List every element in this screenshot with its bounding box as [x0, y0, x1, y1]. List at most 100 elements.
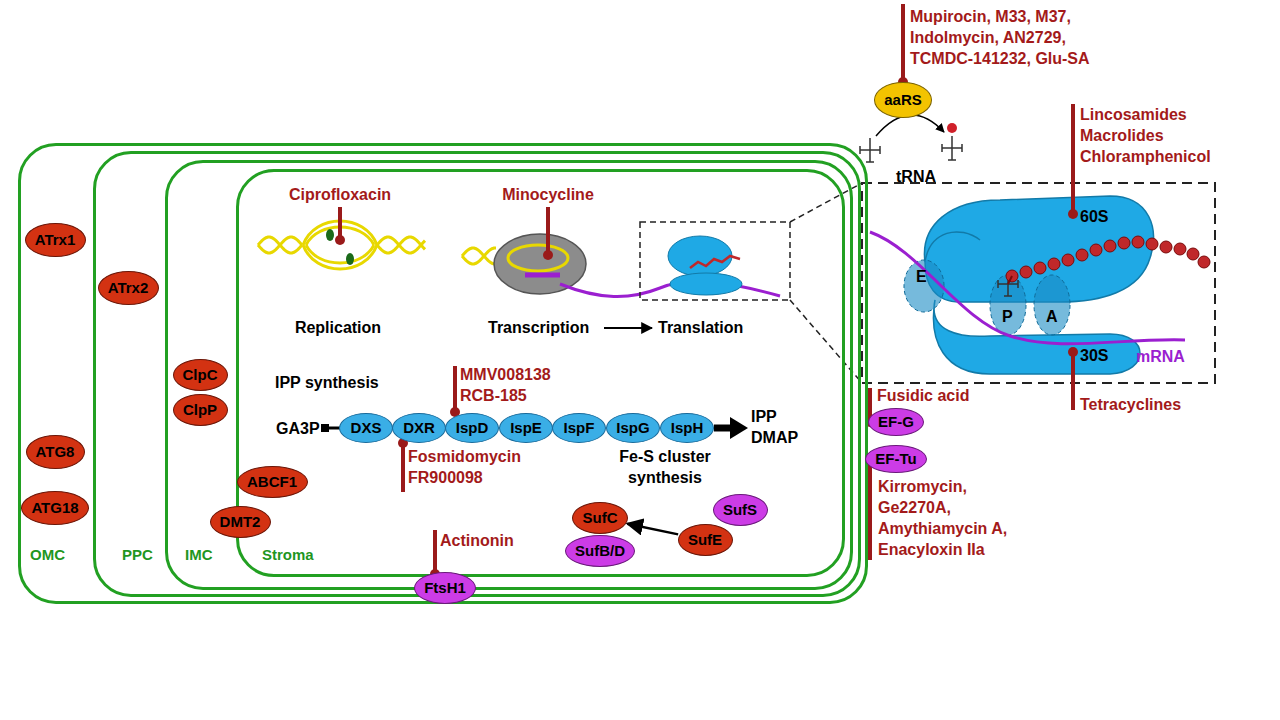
polymerase-dot: [346, 253, 354, 265]
zoom-box-large: [862, 183, 1215, 383]
protein-name: ClpP: [183, 401, 217, 419]
trna-symbol: [942, 136, 962, 160]
protein-oval: IspF: [552, 413, 606, 443]
pathway-label: Fe-S cluster synthesis: [600, 446, 730, 488]
protein-oval: EF-G: [868, 408, 924, 436]
compartment-label: Stroma: [262, 546, 314, 564]
pathway-start: [321, 424, 329, 432]
protein-oval: DXR: [392, 413, 446, 443]
leader-dot: [335, 235, 345, 245]
dna-helix: [258, 237, 496, 264]
flow-arrow: [604, 327, 652, 329]
protein-oval: DXS: [339, 413, 393, 443]
protein-oval: SufC: [572, 502, 628, 534]
protein-oval: SufE: [678, 524, 733, 556]
trna-symbols: [860, 136, 1018, 296]
flow-arrow: [627, 524, 678, 535]
site-label: P: [1002, 306, 1013, 327]
compartment-label: PPC: [122, 546, 153, 564]
dna-strand: [462, 248, 496, 264]
protein-name: EF-Tu: [875, 450, 916, 468]
protein-name: ATG18: [31, 499, 78, 517]
drug-leaders: [335, 4, 1078, 579]
protein-name: IspE: [510, 419, 542, 437]
protein-name: ATrx2: [108, 279, 149, 297]
protein-name: DXS: [351, 419, 382, 437]
leader-line: [338, 207, 342, 238]
amino-acid: [1187, 248, 1199, 260]
ribosome-head: [925, 232, 980, 262]
amino-acid: [1146, 238, 1158, 250]
amino-acid: [1104, 240, 1116, 252]
protein-name: SufC: [583, 509, 618, 527]
protein-name: ClpC: [183, 366, 218, 384]
protein-oval: DMT2: [210, 506, 271, 538]
metabolite-label: IPP DMAP: [751, 406, 809, 448]
drug-label: Fosmidomycin FR900098: [408, 446, 533, 488]
protein-name: aaRS: [884, 91, 922, 109]
polymerase-dot: [326, 229, 334, 241]
leader-dot: [543, 250, 553, 260]
protein-oval: IspG: [606, 413, 660, 443]
protein-oval: ClpC: [173, 359, 228, 391]
a-site: [1034, 275, 1070, 335]
leader-dot: [1068, 209, 1078, 219]
protein-oval: ATrx1: [25, 223, 86, 257]
protein-name: DMT2: [220, 513, 261, 531]
amino-acid: [1020, 266, 1032, 278]
protein-oval: ATG18: [21, 491, 89, 525]
protein-name: IspD: [456, 419, 489, 437]
drug-label: Tetracyclines: [1080, 394, 1181, 415]
dna-strand: [258, 237, 302, 253]
drug-label: Minocycline: [493, 184, 603, 205]
amino-acid: [1034, 262, 1046, 274]
drug-label: Fusidic acid: [877, 385, 969, 406]
leader-line: [1071, 352, 1075, 410]
site-label: E: [916, 266, 927, 287]
drug-label: Mupirocin, M33, M37, Indolmycin, AN2729,…: [910, 6, 1115, 69]
protein-name: DXR: [403, 419, 435, 437]
trna-symbol: [860, 138, 880, 162]
protein-oval: SufB/D: [565, 535, 635, 567]
protein-name: FtsH1: [424, 579, 466, 597]
leader-dot: [1068, 347, 1078, 357]
protein-name: SufB/D: [575, 542, 625, 560]
dna-strand: [258, 237, 302, 253]
amino-acid: [1048, 258, 1060, 270]
pathway-arrow: [714, 425, 732, 432]
compartment-label: OMC: [30, 546, 65, 564]
metabolite-label: GA3P: [276, 418, 320, 439]
protein-oval: IspH: [660, 413, 714, 443]
molecule-label: mRNA: [1136, 346, 1185, 367]
protein-oval: ABCF1: [237, 466, 308, 498]
amino-acid: [1132, 236, 1144, 248]
leader-line: [401, 443, 405, 492]
drug-label: Lincosamides Macrolides Chloramphenicol: [1080, 104, 1225, 167]
process-label: Replication: [283, 317, 393, 338]
protein-oval: aaRS: [874, 82, 932, 118]
leader-line: [1071, 104, 1075, 212]
p-site: [990, 275, 1026, 335]
amino-acid: [1076, 249, 1088, 261]
charging-arrow: [876, 115, 944, 136]
leader-line: [546, 207, 550, 253]
leader-line: [453, 366, 457, 410]
dna-strand: [377, 237, 425, 253]
rna-polymerase: [494, 234, 586, 294]
protein-name: ABCF1: [247, 473, 297, 491]
protein-name: SufE: [688, 531, 722, 549]
drug-label: Kirromycin, Ge2270A, Amythiamycin A, Ena…: [878, 476, 1028, 560]
amino-acid: [1174, 243, 1186, 255]
amino-acid: [1090, 244, 1102, 256]
leader-line: [868, 458, 872, 560]
protein-name: IspH: [671, 419, 704, 437]
leader-line: [433, 530, 437, 572]
drug-label: Actinonin: [440, 530, 514, 551]
amino-acid: [1160, 241, 1172, 253]
protein-oval: ClpP: [173, 394, 228, 426]
protein-oval: FtsH1: [414, 572, 476, 604]
mrna-strand: [870, 232, 1185, 344]
protein-name: EF-G: [878, 413, 914, 431]
peptide-small: [690, 256, 740, 268]
